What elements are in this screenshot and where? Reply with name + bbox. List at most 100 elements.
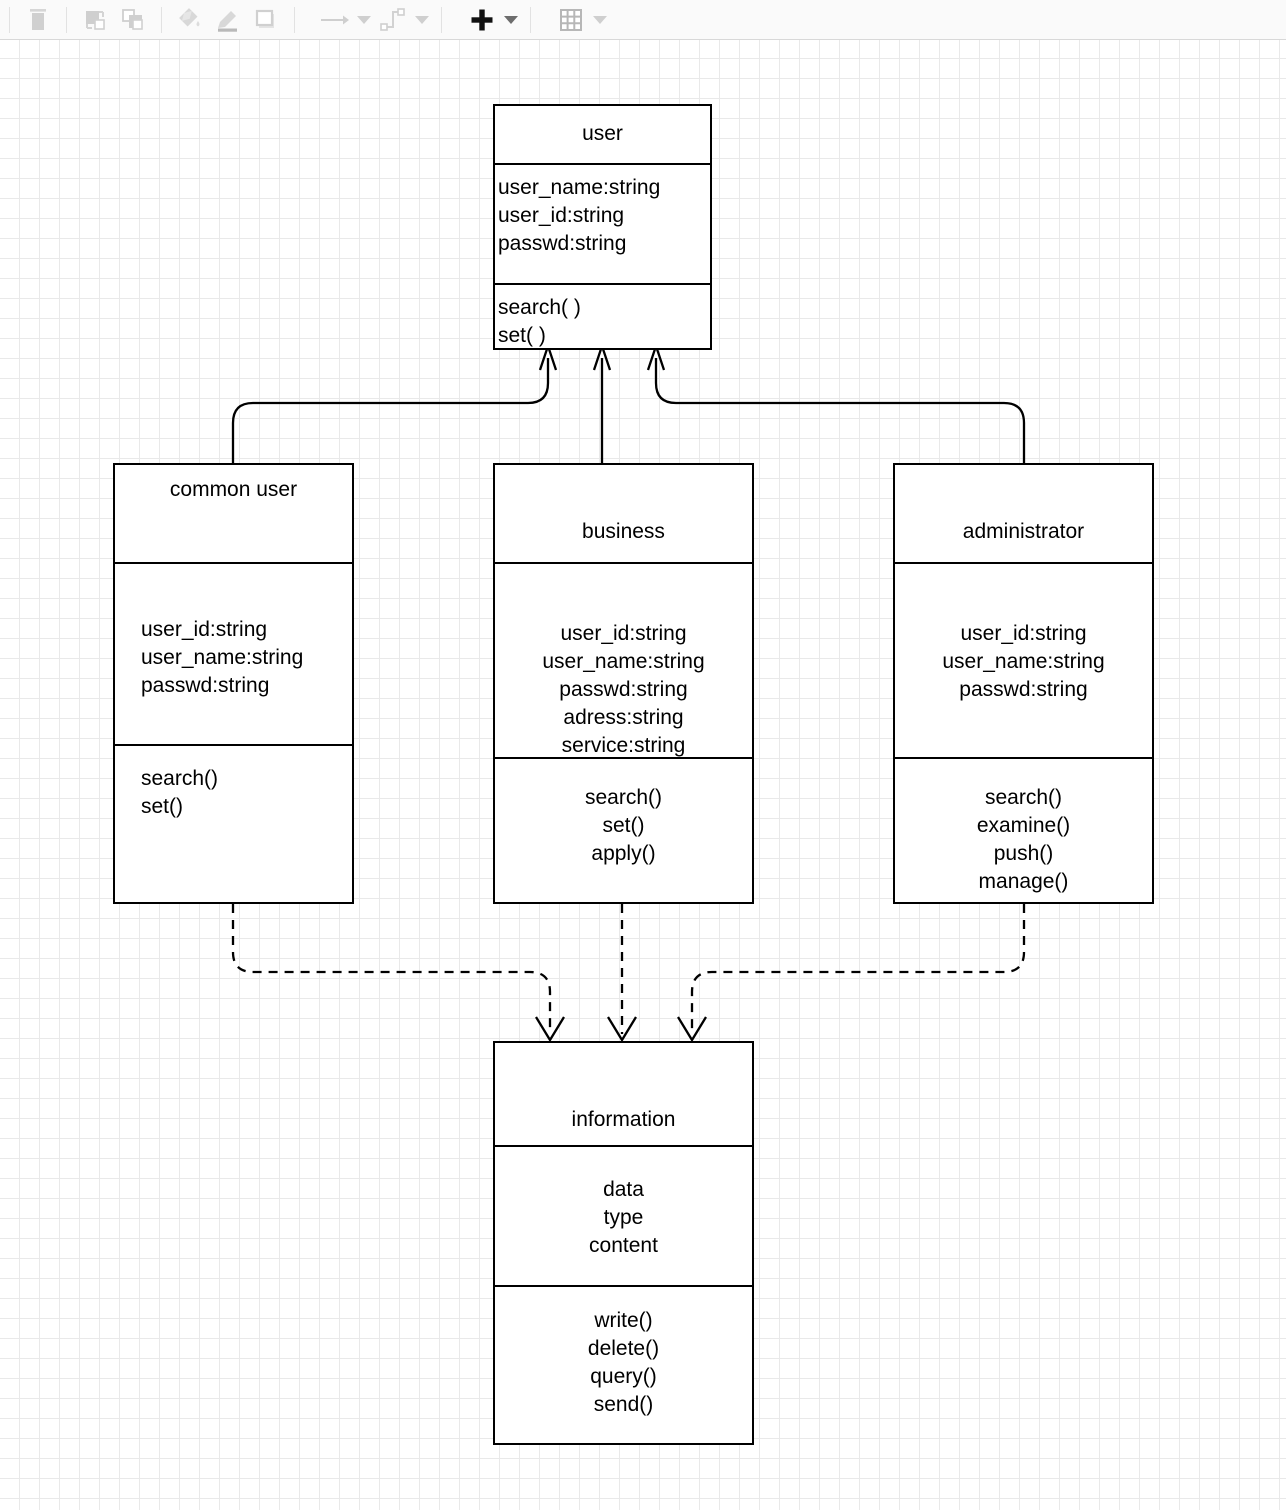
edge-administrator-to-user [654,358,1026,463]
delete-icon [30,8,46,30]
attribute-list: user_name:string user_id:string passwd:str… [498,174,710,258]
table-button[interactable] [552,3,590,37]
class-methods-compartment: write()delete()query()send() [495,1285,752,1444]
class-title-compartment: administrator [895,465,1152,562]
method-list: search()set()apply() [495,784,752,868]
shadow-button[interactable] [247,3,285,37]
toolbar-divider [9,6,10,33]
insert-button[interactable] [463,3,501,37]
shadow-icon [255,9,274,28]
waypoints-dropdown-button[interactable] [412,3,432,37]
arrowhead-business-to-information [607,1016,637,1043]
method-list: write()delete()query()send() [495,1307,752,1419]
uml-class-information[interactable]: information data type content write() delet… [493,1041,754,1445]
member-line: passwd:string [498,232,627,255]
toolbar-group-order [76,3,152,37]
member-line: service:string [561,734,686,757]
member-line: set() [602,814,645,837]
member-line: adress:string [563,706,684,729]
chevron-down-icon [504,15,518,24]
bring-to-front-button[interactable] [76,3,114,37]
toolbar-divider [530,6,531,33]
member-line: user_id:string [141,618,268,641]
edge-common-user-to-information [231,904,552,1034]
member-line: user_id:string [498,204,625,227]
waypoints-button[interactable] [374,3,412,37]
class-name: common user [169,478,298,501]
class-title-compartment: common user [115,465,352,562]
edge-common-user-to-user [231,358,550,463]
toolbar-group-delete [19,3,57,37]
line-color-button[interactable] [209,3,247,37]
member-line: search() [984,786,1063,809]
member-line: manage() [978,870,1069,893]
class-name: administrator [962,520,1085,543]
member-line: user_name:string [942,650,1105,673]
toolbar-divider [294,6,295,33]
member-line: data [603,1178,644,1201]
toolbar-group-table [552,3,610,37]
toolbar-divider [66,6,67,33]
fill-color-icon [179,7,200,26]
class-title-compartment: business [495,465,752,562]
method-list: search( ) set( ) [498,294,710,350]
bring-to-front-icon [86,10,105,30]
toolbar-group-style [171,3,285,37]
table-dropdown-button[interactable] [590,3,610,37]
class-attributes-compartment: user_name:string user_id:string passwd:str… [495,163,710,283]
member-line: content [589,1234,658,1257]
send-to-back-icon [122,8,143,30]
insert-dropdown-button[interactable] [501,3,521,37]
insert-plus-icon [471,9,493,30]
member-line: user_id:string [560,622,687,645]
send-to-back-button[interactable] [114,3,152,37]
class-attributes-compartment: data type content [495,1145,752,1285]
method-list: search() set() [141,765,352,821]
member-line: set() [141,795,183,818]
class-methods-compartment: search( ) set( ) [495,283,710,347]
toolbar-divider [161,6,162,33]
member-line: examine() [976,814,1071,837]
line-style-arrow-icon [321,15,349,24]
line-style-button[interactable] [316,3,354,37]
class-name: business [582,520,665,543]
edge-administrator-to-information [690,904,1026,1034]
member-line: user_name:string [498,176,661,199]
chevron-down-icon [415,15,429,24]
member-line: search() [141,767,219,790]
toolbar-divider [441,6,442,33]
delete-button[interactable] [19,3,57,37]
member-line: delete() [587,1337,660,1360]
line-style-dropdown-button[interactable] [354,3,374,37]
table-grid-icon [560,8,582,31]
member-line: search( ) [498,296,581,319]
method-list: search()examine()push()manage() [895,784,1152,896]
chevron-down-icon [593,15,607,24]
line-color-icon [218,10,237,32]
fill-color-button[interactable] [171,3,209,37]
member-line: set( ) [498,324,546,347]
member-line: write() [594,1309,653,1332]
member-line: passwd:string [559,678,688,701]
member-line: passwd:string [959,678,1088,701]
member-line: passwd:string [141,674,270,697]
class-name: information [571,1108,676,1131]
waypoints-icon [380,7,405,31]
toolbar [0,0,1286,40]
member-line: search() [584,786,663,809]
arrowhead-administrator-to-information [677,1016,707,1043]
arrowhead-common-user-to-information [535,1016,565,1043]
member-line: send() [593,1393,654,1416]
member-line: type [603,1206,644,1229]
